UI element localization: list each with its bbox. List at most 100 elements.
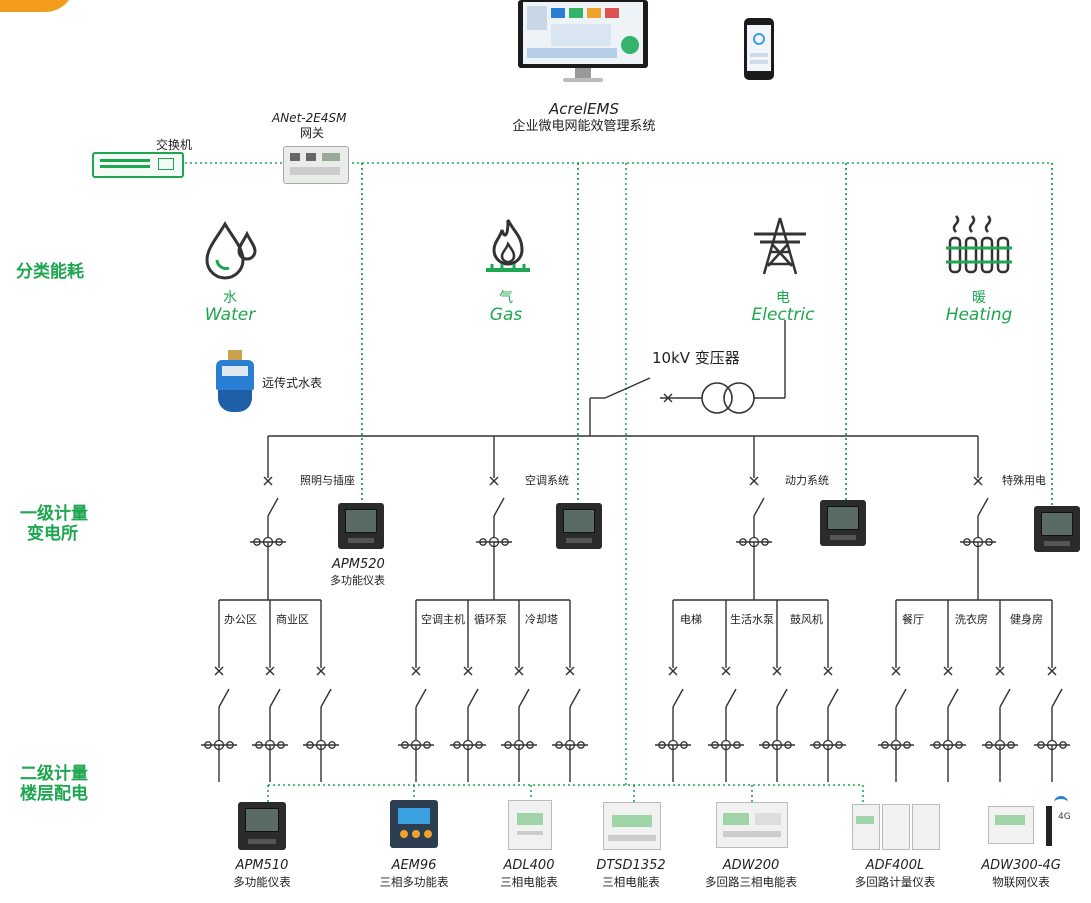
breaker-x-113: [463, 666, 473, 676]
breaker-x-144: [668, 666, 678, 676]
special-meter-icon: [1034, 506, 1080, 552]
gateway-label: 网关: [300, 126, 325, 140]
section-level1-line2: 变电所: [27, 524, 78, 544]
feeder-special-label: 特殊用电: [1002, 474, 1046, 487]
breaker-x-215: [1047, 666, 1057, 676]
category-electric-en: Electric: [751, 305, 815, 325]
badge-4g: 4G: [1058, 812, 1071, 822]
switch-blade-42: [493, 497, 505, 517]
switch-blade-186: [895, 688, 907, 708]
breaker-x-41: [489, 476, 499, 486]
switch-blade-83: [269, 688, 281, 708]
device-desc-1: 三相多功能表: [379, 875, 449, 889]
device-model-1: AEM96: [391, 858, 437, 873]
transformer-coil-20: [723, 382, 755, 414]
category-heating-cn: 暖: [972, 290, 986, 306]
section-level1-line1: 一级计量: [20, 504, 88, 524]
feeder-lighting-label: 照明与插座: [300, 474, 355, 487]
switch-blade-206: [999, 688, 1011, 708]
category-electric-cn: 电: [776, 290, 790, 306]
switch-blade-165: [776, 688, 788, 708]
gateway-icon: [283, 146, 349, 184]
breaker-x-61: [973, 476, 983, 486]
device-desc-0: 多功能仪表: [233, 875, 291, 889]
breaker-x-185: [891, 666, 901, 676]
apm520-model: APM520: [332, 557, 385, 572]
breaker-x-92: [316, 666, 326, 676]
signal-icon: [1054, 796, 1068, 809]
breaker-x-205: [995, 666, 1005, 676]
switch-blade-145: [672, 688, 684, 708]
switch-blade-134: [569, 688, 581, 708]
breaker-x-123: [514, 666, 524, 676]
adl400-device-icon: [508, 800, 552, 850]
branch-gym: 健身房: [1010, 613, 1043, 626]
hvac-meter-icon: [556, 503, 602, 549]
switch-blade-216: [1051, 688, 1063, 708]
adw200-device-icon: [716, 802, 788, 848]
apm520-meter-icon: [338, 503, 384, 549]
device-model-6: ADW300-4G: [981, 858, 1061, 873]
breaker-x-72: [214, 666, 224, 676]
branch-laundry: 洗衣房: [955, 613, 988, 626]
system-subtitle: 企业微电网能效管理系统: [512, 119, 656, 134]
switch-blade-32: [267, 497, 279, 517]
device-model-3: DTSD1352: [596, 858, 666, 873]
water-meter-icon: [214, 350, 256, 414]
branch-elevator: 电梯: [680, 613, 702, 626]
monitor-icon: [518, 0, 648, 82]
branch-chiller: 空调主机: [421, 613, 465, 626]
switch-blade-104: [415, 688, 427, 708]
apm510-device-icon: [238, 802, 286, 850]
breaker-x-174: [823, 666, 833, 676]
device-model-2: ADL400: [503, 858, 555, 873]
device-model-4: ADW200: [722, 858, 780, 873]
device-desc-6: 物联网仪表: [992, 875, 1050, 889]
dtsd1352-device-icon: [603, 802, 661, 850]
category-heating-en: Heating: [945, 305, 1013, 325]
breaker-x-24: [663, 393, 673, 403]
water-meter-label: 远传式水表: [262, 376, 323, 390]
power-meter-icon: [820, 500, 866, 546]
branch-office: 办公区: [224, 613, 257, 626]
switch-blade-62: [977, 497, 989, 517]
section-level2-line2: 楼层配电: [20, 784, 88, 804]
system-title: AcrelEMS: [548, 100, 619, 118]
feeder-hvac-label: 空调系统: [525, 474, 569, 487]
antenna-icon: [1046, 806, 1052, 846]
device-desc-5: 多回路计量仪表: [854, 875, 936, 889]
breaker-x-164: [772, 666, 782, 676]
adw300-device-icon: [988, 806, 1034, 844]
power-tower-icon: [754, 217, 806, 275]
branch-restaurant: 餐厅: [902, 613, 924, 626]
breaker-x-154: [721, 666, 731, 676]
corner-decoration: [0, 0, 75, 12]
section-category: 分类能耗: [16, 262, 84, 282]
breaker-x-51: [749, 476, 759, 486]
device-desc-3: 三相电能表: [602, 875, 660, 889]
transformer-label: 10kV 变压器: [652, 349, 740, 367]
breaker-x-31: [263, 476, 273, 486]
switch-blade-93: [320, 688, 332, 708]
adf400l-device-icon: [852, 800, 940, 850]
device-desc-4: 多回路三相电能表: [705, 875, 797, 889]
feeder-power-label: 动力系统: [785, 474, 829, 487]
aem96-device-icon: [390, 800, 438, 848]
device-model-5: ADF400L: [865, 858, 925, 873]
switch-blade-175: [827, 688, 839, 708]
breaker-x-103: [411, 666, 421, 676]
switch-label: 交换机: [156, 138, 193, 152]
network-switch-icon: [92, 152, 184, 178]
section-level2-line1: 二级计量: [20, 764, 88, 784]
apm520-desc: 多功能仪表: [330, 574, 385, 587]
breaker-x-82: [265, 666, 275, 676]
breaker-x-195: [943, 666, 953, 676]
switch-blade-196: [947, 688, 959, 708]
device-desc-2: 三相电能表: [500, 875, 558, 889]
switch-blade-155: [725, 688, 737, 708]
gas-flame-icon: [486, 219, 530, 272]
branch-water-pump: 生活水泵: [730, 613, 774, 626]
branch-pump: 循环泵: [474, 613, 507, 626]
